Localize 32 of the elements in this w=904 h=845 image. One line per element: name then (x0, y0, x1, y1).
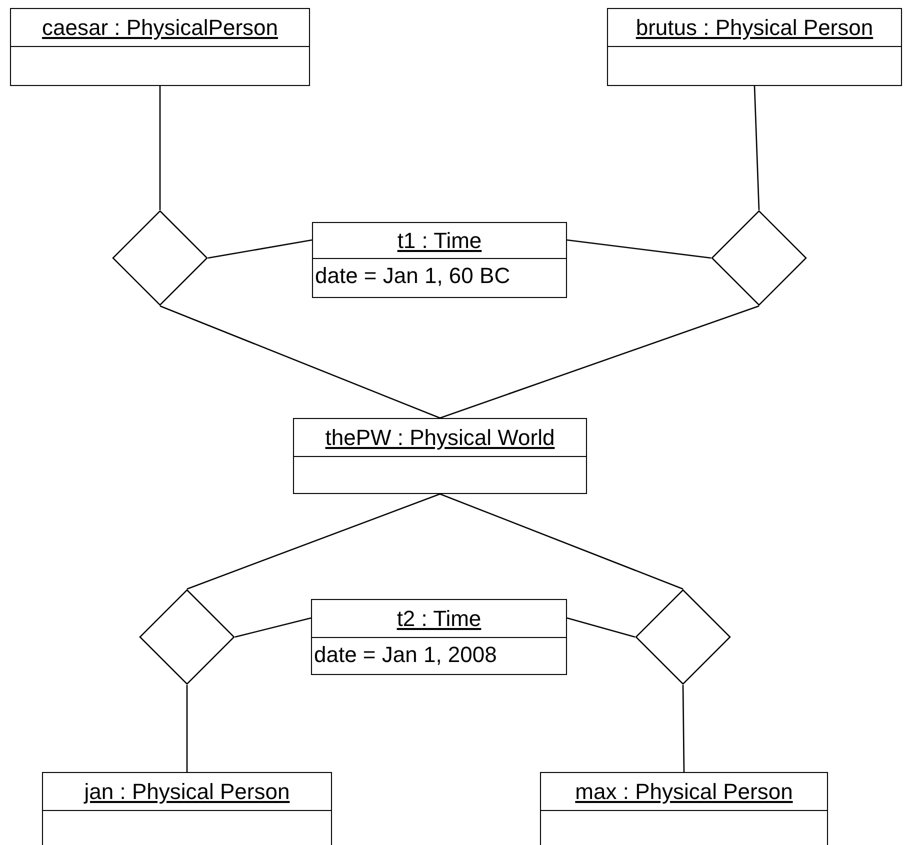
object-box (42, 772, 332, 845)
association-line (440, 305, 760, 419)
object-box (311, 599, 567, 675)
object-name: t1 : Time (397, 230, 482, 252)
association-diamond (112, 210, 208, 306)
association-diamond (711, 210, 807, 306)
association-line (566, 239, 712, 259)
association-line (208, 239, 312, 259)
association-line (186, 685, 188, 772)
object-name: brutus : Physical Person (636, 16, 874, 38)
association-line (566, 617, 636, 638)
object-name: t2 : Time (396, 608, 482, 630)
association-line (234, 617, 312, 638)
association-diamond (635, 589, 731, 685)
object-name: caesar : PhysicalPerson (42, 16, 278, 38)
object-box (10, 8, 310, 86)
association-line (159, 86, 161, 210)
association-line (682, 685, 685, 772)
association-line (160, 305, 440, 419)
association-diamond (139, 589, 235, 685)
object-name: jan : Physical Person (84, 780, 290, 802)
object-name: max : Physical Person (575, 780, 793, 802)
association-line (186, 493, 440, 590)
object-name: thePW : Physical World (325, 426, 555, 448)
attribute-text: date = Jan 1, 60 BC (315, 262, 510, 290)
object-box (540, 772, 828, 845)
attribute-text: date = Jan 1, 2008 (314, 641, 497, 669)
association-line (440, 493, 684, 590)
object-box (607, 8, 902, 86)
object-box (312, 222, 567, 298)
object-box (293, 418, 587, 494)
association-line (754, 86, 760, 210)
